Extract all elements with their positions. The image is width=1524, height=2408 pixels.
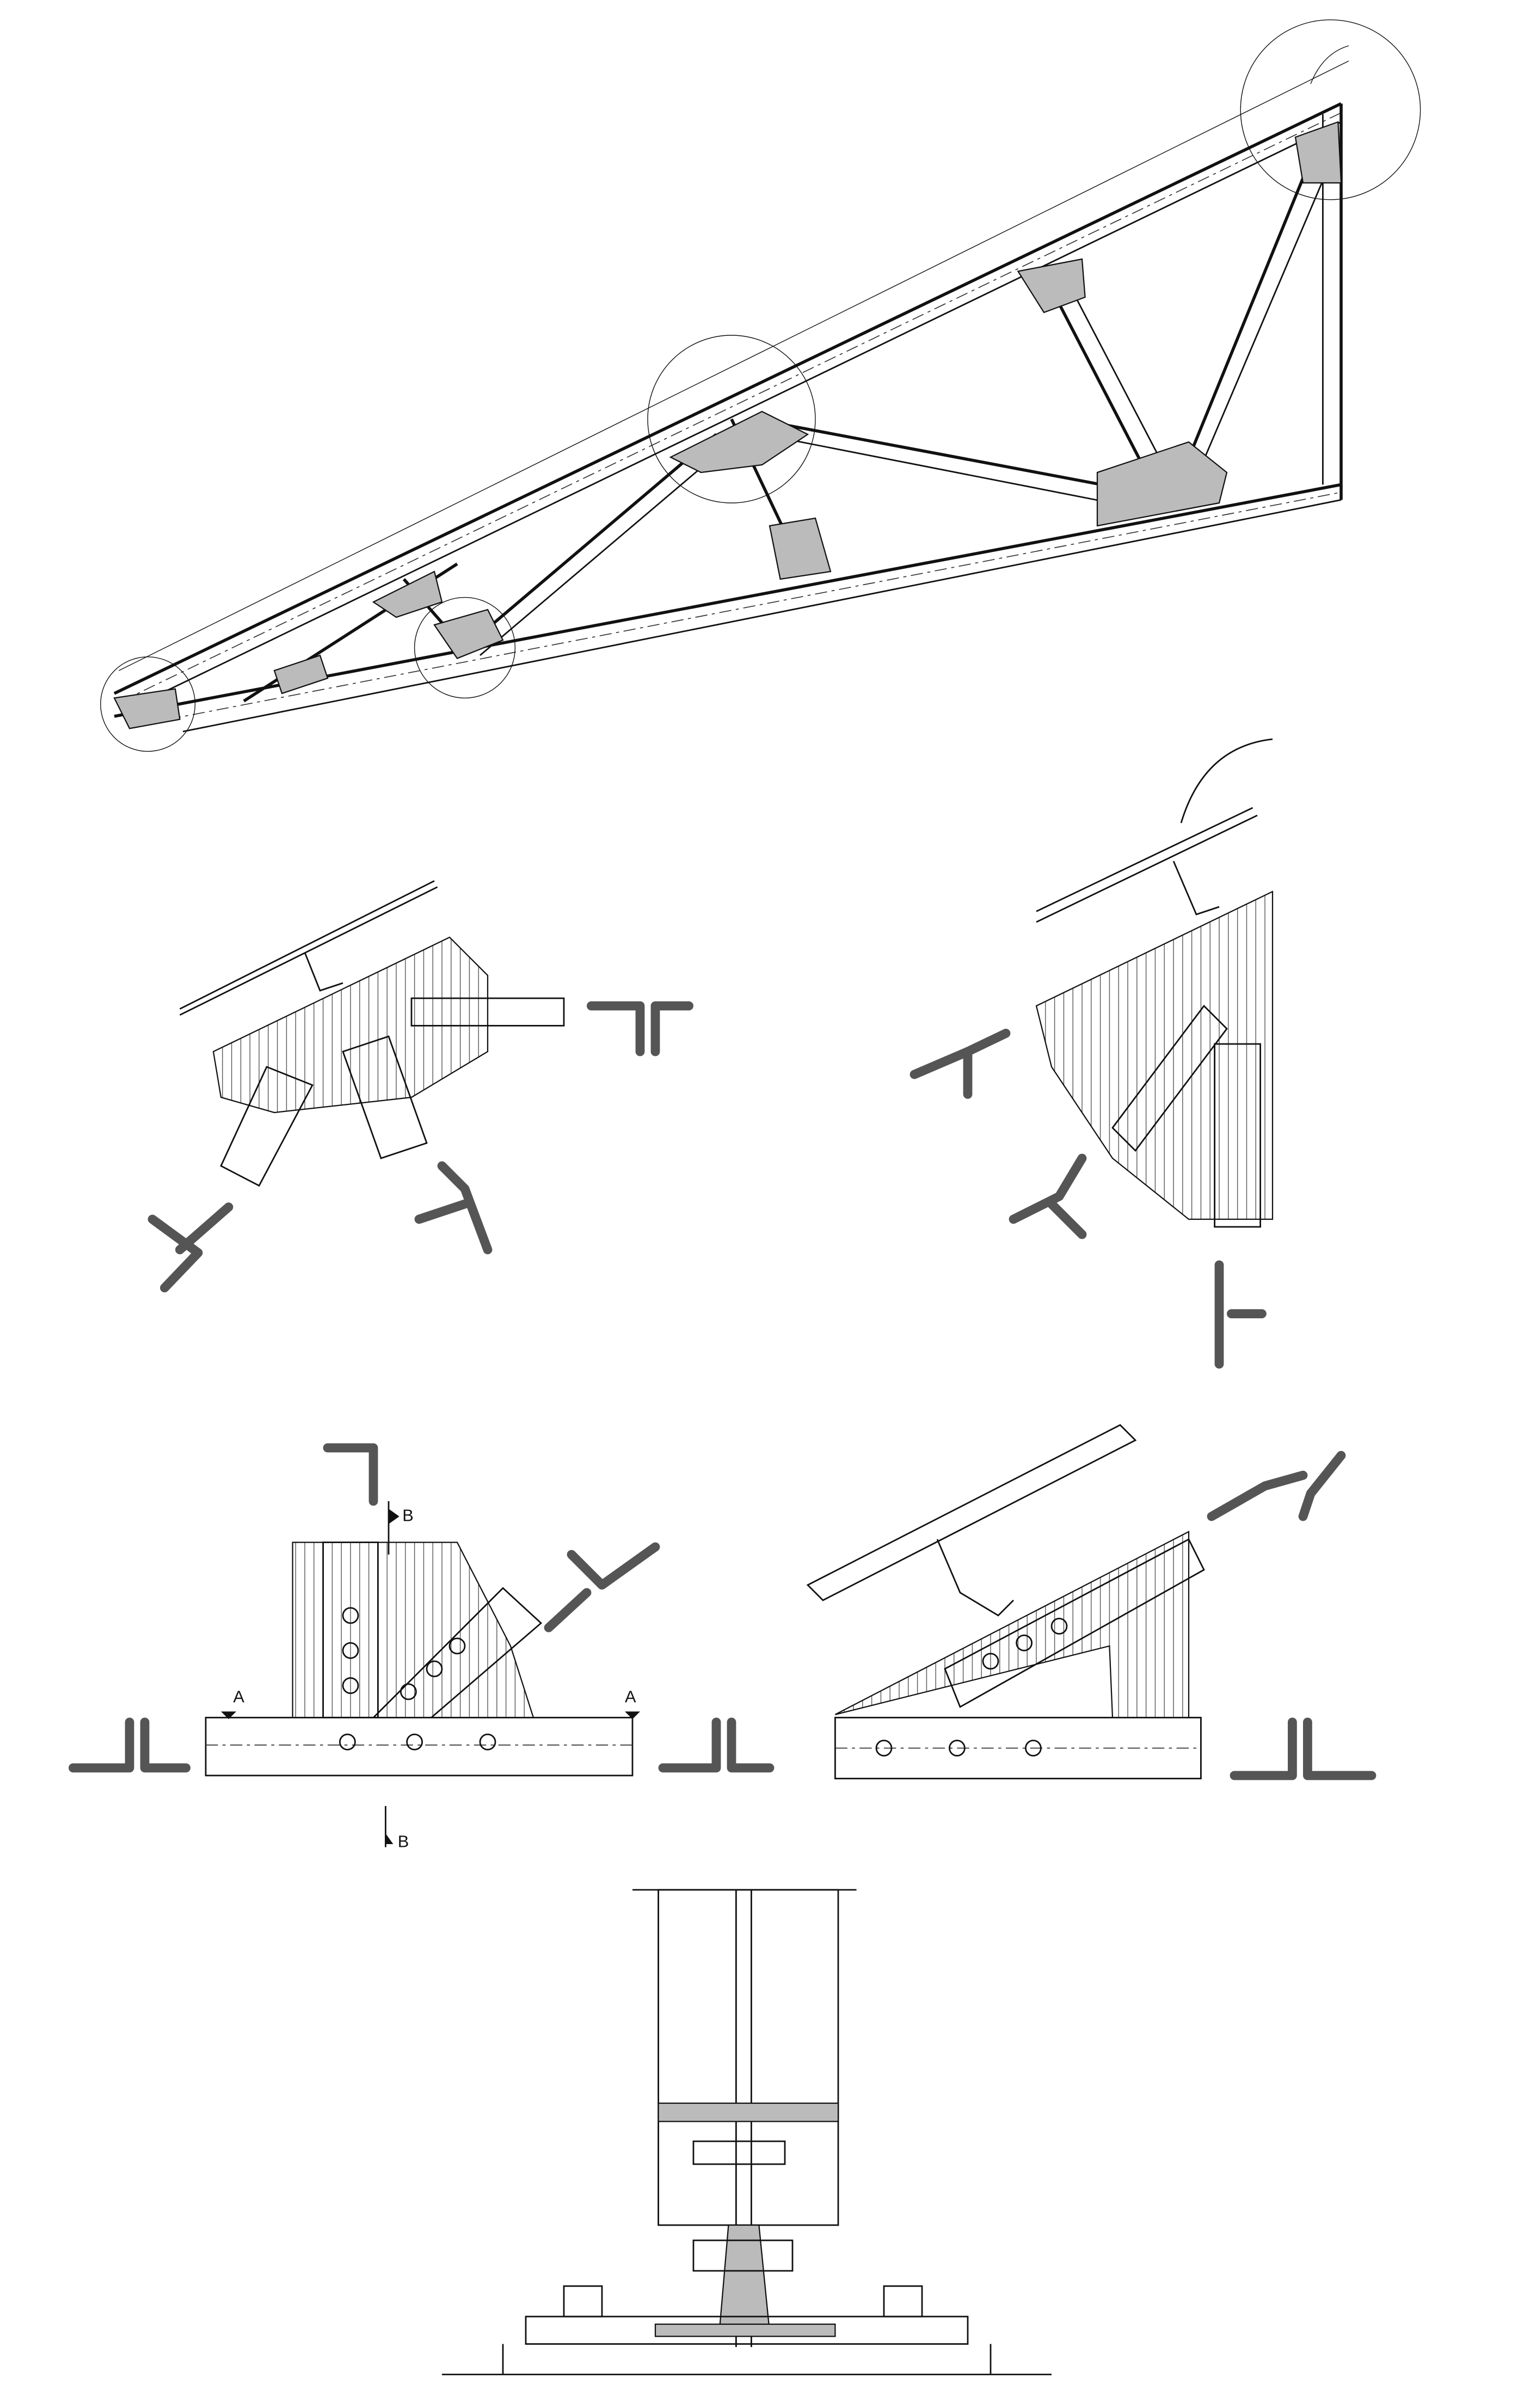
detail-apex-node [910,738,1274,1369]
section-label-b-bottom: B [398,1832,409,1851]
truss-elevation [100,19,1421,752]
detail-bottom-chord-node: B A A B [68,1443,775,1851]
section-label-a-left: A [233,1687,244,1706]
section-label-b-top: B [402,1506,414,1525]
bolts [339,1607,496,1750]
detail-top-chord-node [148,880,693,1293]
section-b-b-support [442,1889,1052,2375]
section-label-a-right: A [625,1687,636,1706]
detail-eave-node [806,1424,1376,1780]
